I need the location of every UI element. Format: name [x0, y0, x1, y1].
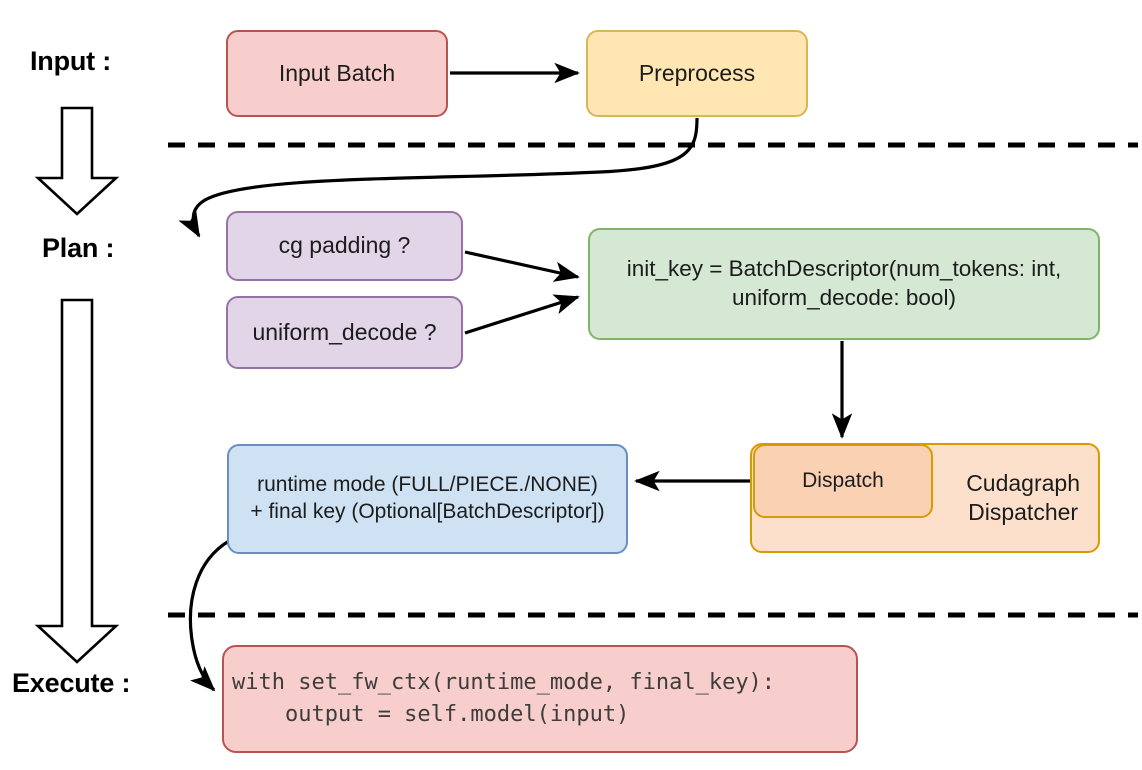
node-dispatch[interactable]: Dispatch	[753, 444, 933, 518]
node-preprocess[interactable]: Preprocess	[586, 30, 808, 117]
node-cg-padding-label: cg padding ?	[278, 232, 411, 259]
node-cg-padding[interactable]: cg padding ?	[226, 211, 463, 281]
stage-label-input: Input :	[30, 46, 112, 76]
node-cudagraph-dispatcher-label: Cudagraph Dispatcher	[966, 469, 1080, 525]
stage-label-execute: Execute :	[12, 668, 131, 698]
input-to-plan-block-arrow	[34, 106, 120, 216]
execute-code-text: with set_fw_ctx(runtime_mode, final_key)…	[232, 670, 776, 727]
node-init-key-label: init_key = BatchDescriptor(num_tokens: i…	[626, 256, 1062, 310]
node-input-batch-label: Input Batch	[278, 59, 396, 86]
node-uniform-decode[interactable]: uniform_decode ?	[226, 296, 463, 369]
node-uniform-decode-label: uniform_decode ?	[252, 318, 437, 345]
stage-label-plan: Plan :	[42, 233, 115, 263]
node-preprocess-label: Preprocess	[638, 59, 756, 86]
node-execute-code[interactable]: with set_fw_ctx(runtime_mode, final_key)…	[222, 645, 858, 753]
node-init-key[interactable]: init_key = BatchDescriptor(num_tokens: i…	[588, 228, 1100, 340]
node-input-batch[interactable]: Input Batch	[226, 30, 448, 117]
node-dispatch-label: Dispatch	[802, 468, 884, 492]
connector-uniform-decode-to-init-key	[464, 294, 580, 335]
node-runtime-mode[interactable]: runtime mode (FULL/PIECE./NONE) + final …	[227, 444, 628, 554]
node-runtime-mode-label: runtime mode (FULL/PIECE./NONE) + final …	[250, 473, 605, 523]
connector-cg-padding-to-init-key	[464, 250, 580, 282]
plan-to-execute-block-arrow	[34, 298, 120, 664]
